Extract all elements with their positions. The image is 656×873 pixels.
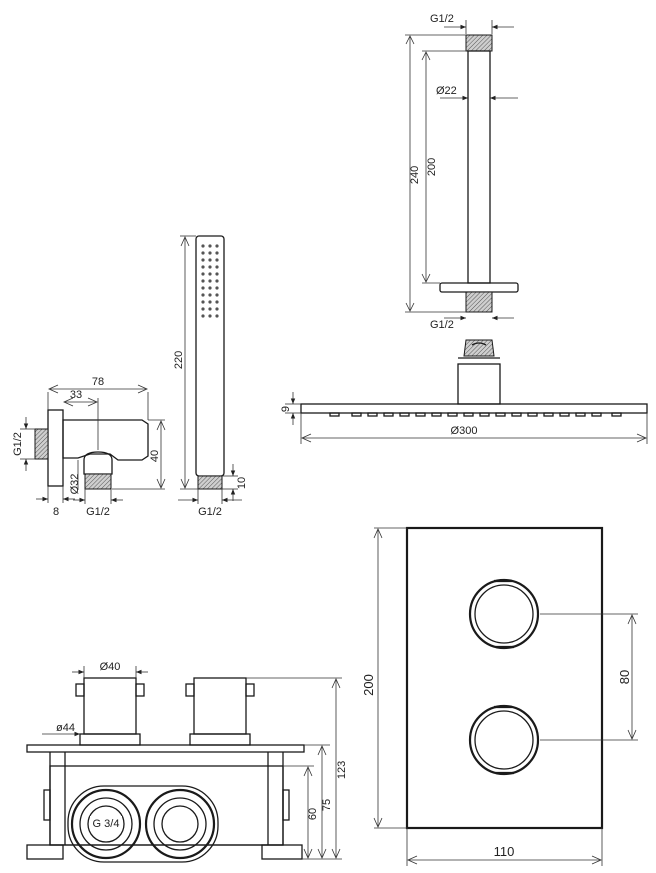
wall-elbow: 78 33 G1/2 40 Ø32 8 G1/2 [12, 376, 166, 518]
shower-head: 9 Ø300 [280, 339, 648, 444]
head-connector [457, 363, 501, 405]
faceplate-width-label: 110 [494, 844, 515, 859]
handshower-thread-label: G1/2 [198, 506, 222, 518]
elbow-side-thread [34, 428, 49, 460]
hand-shower: 220 10 G1/2 [173, 235, 248, 518]
valve-collar-left [79, 733, 141, 746]
faceplate-spacing-label: 80 [617, 670, 632, 684]
valve-inlet-right [144, 788, 216, 860]
head-thickness-label: 9 [280, 406, 292, 412]
valve-cover-plate [26, 744, 305, 753]
handshower-body [195, 235, 225, 477]
elbow-diameter-label: Ø32 [69, 474, 81, 495]
elbow-wall-plate [47, 409, 64, 487]
valve-foot-right [261, 844, 303, 860]
valve-inlet-housing [67, 785, 219, 863]
arm-tube [467, 50, 491, 284]
elbow-offset-label: 33 [70, 389, 82, 401]
arm-bottom-thread-label: G1/2 [430, 319, 454, 331]
valve-depth-mid-label: 75 [321, 799, 333, 811]
head-plate [300, 403, 648, 414]
elbow-width-label: 78 [92, 376, 104, 388]
faceplate-height-label: 200 [361, 674, 376, 696]
arm-top-thread-label: G1/2 [430, 13, 454, 25]
elbow-body [62, 419, 149, 461]
arm-diameter-label: Ø22 [436, 85, 457, 97]
valve-depth-total-label: 123 [336, 761, 348, 779]
head-swivel-joint [463, 339, 495, 357]
valve-knob-diameter-label: Ø40 [100, 661, 121, 673]
valve-foot-left [26, 844, 64, 860]
valve-collar-right [189, 733, 251, 746]
arm-length-total-label: 240 [409, 166, 421, 184]
handshower-thread [197, 475, 223, 490]
elbow-bottom-thread [84, 473, 112, 490]
arm-top-thread [465, 34, 493, 52]
elbow-bottom-thread-label: G1/2 [86, 506, 110, 518]
valve-faceplate: 200 80 110 [361, 526, 638, 866]
faceplate-knob-top [468, 578, 540, 650]
head-diameter-label: Ø300 [451, 425, 478, 437]
arm-length-inner-label: 200 [426, 158, 438, 176]
elbow-height-label: 40 [149, 450, 161, 462]
shower-arm: G1/2 Ø22 240 200 G1/2 [405, 13, 519, 331]
head-nozzles [329, 412, 622, 417]
handshower-length-label: 220 [173, 351, 185, 369]
valve-depth-box-label: 60 [307, 808, 319, 820]
handshower-end-label: 10 [236, 477, 248, 489]
valve-collar-diameter-label: ø44 [56, 722, 75, 734]
elbow-outlet [83, 451, 113, 475]
valve-inlet-label: G 3/4 [93, 818, 120, 830]
arm-flange [439, 282, 519, 293]
valve-inlet-left [70, 788, 142, 860]
arm-bottom-thread [465, 291, 493, 313]
elbow-side-thread-label: G1/2 [12, 432, 24, 456]
valve-side-view: G 3/4 Ø40 ø44 123 75 60 [26, 661, 348, 863]
handshower-spray-dots [201, 244, 219, 318]
elbow-plate-label: 8 [53, 506, 59, 518]
valve-knob-right [193, 677, 247, 735]
valve-knob-left [83, 677, 137, 735]
faceplate-plate [405, 526, 604, 830]
faceplate-knob-bottom [468, 704, 540, 776]
